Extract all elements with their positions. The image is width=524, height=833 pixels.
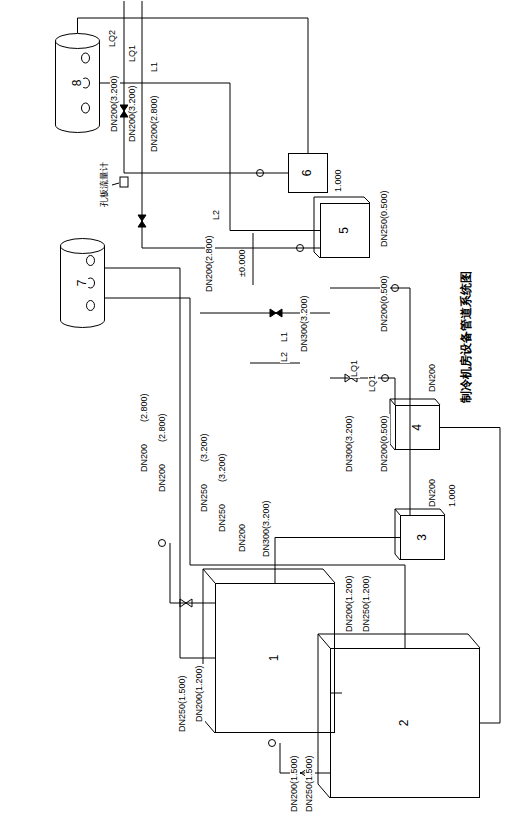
pipe-label: ±0.000 (238, 249, 248, 278)
pipe-label: DN200(3.200) (128, 84, 138, 143)
pipe-label: DN200(3.200) (110, 74, 120, 133)
equipment-box: 4 (395, 405, 440, 450)
box-depth (390, 399, 440, 450)
pipe-label: DN200(1.200) (195, 664, 205, 723)
pipe-label: LQ1 (368, 374, 378, 393)
header-cylinder: 7 (60, 238, 105, 328)
pressure-gauges (159, 170, 399, 747)
pipe-label: LQ2 (108, 29, 118, 48)
pipe-label: DN200 (140, 443, 150, 473)
callout-number: 2 (398, 719, 411, 728)
pipe-label: (3.200) (218, 452, 228, 483)
leader-line (112, 183, 119, 185)
pipe-label: DN250(1.200) (362, 574, 372, 633)
equipment-box: 2 (330, 648, 480, 798)
pipe-label: L1 (150, 61, 160, 73)
pipe-label: LQ1 (350, 359, 360, 378)
pipe (200, 313, 330, 314)
pipe-label: DN200(1.200) (345, 574, 355, 633)
figure-caption: 制冷机房设备管道系统图 (458, 271, 475, 403)
level-line (253, 233, 254, 285)
box-depth (318, 634, 330, 648)
pipe-label: DN200(2.800) (205, 234, 215, 293)
callout-number: 3 (416, 533, 429, 542)
pipe-label: DN300(3.200) (262, 499, 272, 558)
callout-number: 1 (268, 654, 281, 663)
pipe-label: DN200(2.800) (150, 94, 160, 153)
pipe-label: L2 (280, 351, 290, 363)
box-depth (203, 569, 335, 733)
pipe-lq2 (124, 1, 288, 173)
pipe-connector (105, 298, 405, 648)
pipe-label: DN250(1.500) (178, 674, 188, 733)
box-depth (395, 509, 445, 560)
equipment-box: 1 (215, 583, 335, 733)
pipe-label: (3.200) (200, 432, 210, 463)
pipe-label: DN250 (200, 483, 210, 513)
pipe-label: 孔板流量计 (100, 161, 110, 208)
pipe (330, 288, 410, 515)
pipe-label: DN200 (238, 523, 248, 553)
callout-number: 6 (301, 169, 314, 178)
pipe-label: DN200 (428, 363, 438, 393)
pipe-label: DN200 (428, 478, 438, 508)
box-depth (318, 634, 480, 798)
header-cylinder: 8 (55, 33, 100, 133)
callout-number: 8 (71, 79, 84, 88)
pipe-connector (105, 268, 215, 658)
pipe-label: (2.800) (158, 412, 168, 443)
pipe-label: DN250 (218, 503, 228, 533)
pipe-label: DN300(3.200) (345, 414, 355, 473)
callout-number: 7 (76, 279, 89, 288)
equipment-box: 6 (288, 153, 328, 193)
pipe-label: L2 (212, 209, 222, 221)
callout-number: 5 (338, 226, 351, 235)
equipment-box: 3 (400, 515, 445, 560)
pipe-label: 1.000 (334, 168, 344, 193)
pipe-lq1 (142, 1, 320, 248)
pipe-label: 1.000 (448, 483, 458, 508)
box-depth (203, 569, 215, 583)
pipe-label: DN300(3.200) (300, 294, 310, 353)
equipment-box: 5 (320, 203, 370, 258)
pipe-connector (440, 428, 500, 724)
pipe-label: DN200(0.500) (380, 414, 390, 473)
pipe-connector (78, 18, 309, 153)
pipe-label: DN250(0.500) (380, 189, 390, 248)
pipe (330, 378, 395, 405)
pipe-label: LQ1 (128, 44, 138, 63)
pipe-connector (275, 538, 400, 584)
pipe-connector (100, 83, 320, 231)
pipe (170, 543, 215, 603)
callout-number: 4 (411, 423, 424, 432)
pipe (250, 363, 300, 364)
valve-symbols (120, 105, 357, 777)
pipe (330, 693, 342, 694)
orifice-flowmeter (120, 177, 128, 187)
pipe-label: DN200(1.500) (290, 754, 300, 813)
pipe-label: L1 (280, 331, 290, 343)
pipe-label: DN200(0.500) (380, 274, 390, 333)
pipe-label: DN250(1.500) (305, 754, 315, 813)
pipe-label: (2.800) (140, 392, 150, 423)
pipe-label: DN200 (158, 463, 168, 493)
box-depth (314, 197, 370, 258)
